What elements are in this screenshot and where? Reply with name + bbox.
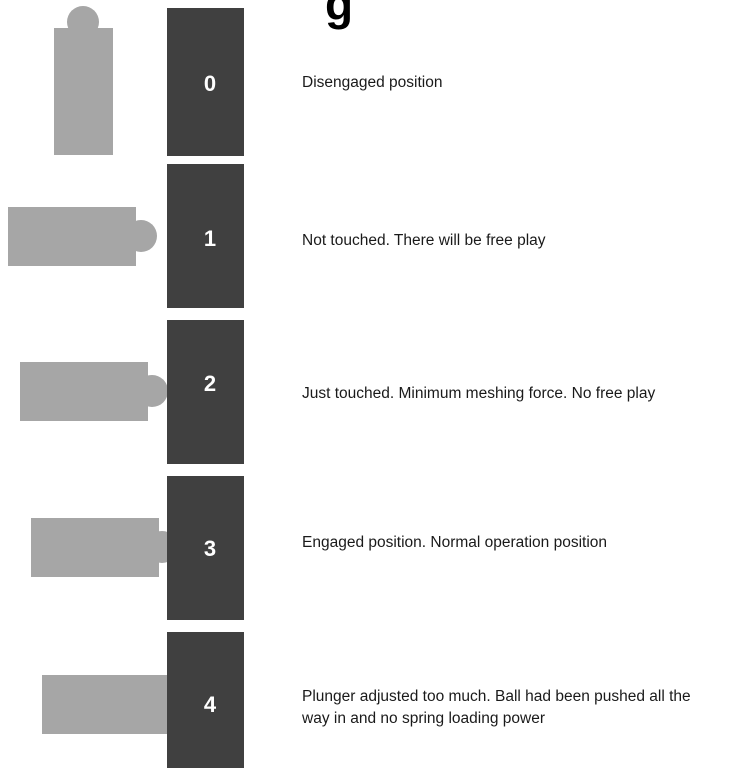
gear-block-2 xyxy=(167,320,244,464)
gear-block-1 xyxy=(167,164,244,308)
step-number-0: 0 xyxy=(204,71,216,96)
plunger-body-2 xyxy=(20,362,148,421)
step-number-4: 4 xyxy=(204,692,217,717)
page-title-fragment: g xyxy=(325,0,354,30)
step-3-group: 3 xyxy=(31,476,244,620)
step-2-group: 2 xyxy=(20,320,244,464)
plunger-body-1 xyxy=(8,207,136,266)
plunger-ball-2 xyxy=(136,375,168,407)
plunger-body-3 xyxy=(31,518,159,577)
gear-block-0 xyxy=(167,8,244,156)
step-number-2: 2 xyxy=(204,371,216,396)
gear-block-3 xyxy=(167,476,244,620)
step-number-1: 1 xyxy=(204,226,216,251)
plunger-ball-1 xyxy=(125,220,157,252)
plunger-body-0 xyxy=(54,28,113,155)
step-0-group: 0 xyxy=(54,6,244,156)
step-1-group: 1 xyxy=(8,164,244,308)
step-label-4: Plunger adjusted too much. Ball had been… xyxy=(302,688,691,727)
gear-block-4 xyxy=(167,632,244,768)
step-4-group: 4 xyxy=(42,632,244,768)
plunger-body-4 xyxy=(42,675,170,734)
step-label-2: Just touched. Minimum meshing force. No … xyxy=(302,385,656,402)
step-label-1: Not touched. There will be free play xyxy=(302,232,546,249)
step-label-0: Disengaged position xyxy=(302,74,443,91)
step-label-3: Engaged position. Normal operation posit… xyxy=(302,534,608,551)
step-number-3: 3 xyxy=(204,536,216,561)
